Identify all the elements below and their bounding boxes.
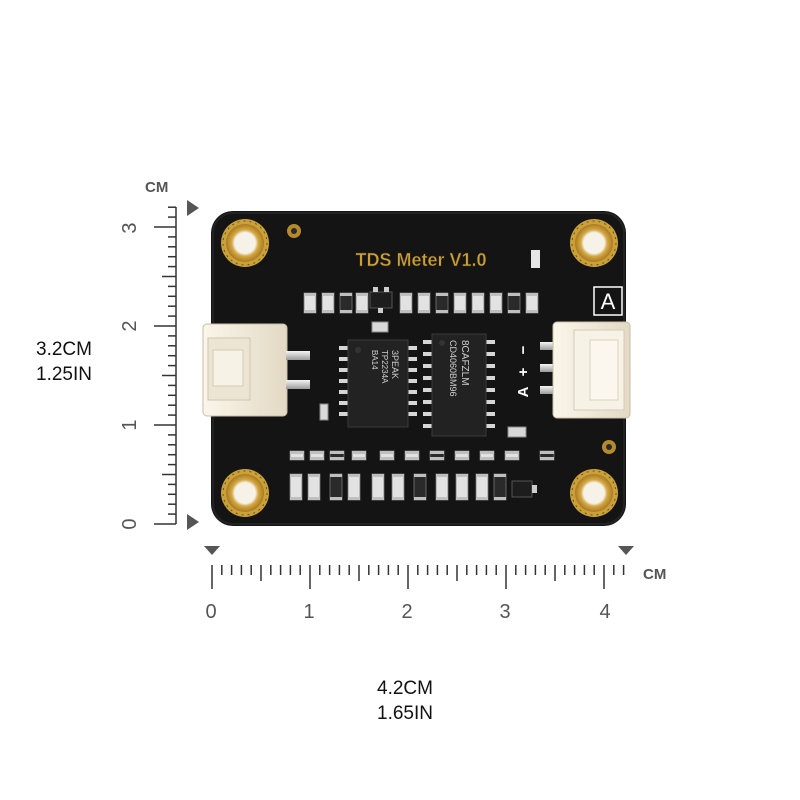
vertical-ruler-ticks xyxy=(154,206,177,525)
chip-right-mark-2: CD4060BM96 xyxy=(448,340,458,397)
left-connector xyxy=(202,323,310,417)
vertical-ruler: CM 0 1 2 3 xyxy=(119,179,199,530)
width-cm: 4.2CM xyxy=(377,678,433,699)
horizontal-ruler-unit: CM xyxy=(643,566,666,583)
mounting-hole-bottom-left xyxy=(221,469,269,517)
chip-op-amp: 3PEAK TP2234A BA14 xyxy=(339,339,417,428)
horizontal-ruler-arrow-right xyxy=(618,546,634,555)
mounting-hole-top-right xyxy=(570,219,618,267)
smd-row-middle xyxy=(289,450,555,461)
vertical-ruler-label-2: 2 xyxy=(119,320,141,331)
horizontal-ruler-ticks xyxy=(211,565,625,589)
pin-label-a: A xyxy=(515,386,532,397)
vertical-ruler-unit: CM xyxy=(145,179,168,196)
vertical-ruler-arrow-top xyxy=(187,200,199,216)
indicator-led xyxy=(531,250,540,268)
horizontal-ruler-label-4: 4 xyxy=(599,601,610,623)
pin-label-plus: + xyxy=(515,367,532,376)
horizontal-ruler-label-0: 0 xyxy=(205,601,216,623)
chip-left-mark-2: TP2234A xyxy=(380,350,389,384)
right-connector xyxy=(540,321,631,419)
tds-meter-board: TDS Meter V1.0 xyxy=(202,211,631,526)
horizontal-ruler-label-1: 1 xyxy=(303,601,314,623)
vertical-ruler-label-1: 1 xyxy=(119,419,141,430)
horizontal-ruler-arrow-left xyxy=(204,546,220,555)
width-in: 1.65IN xyxy=(377,703,433,724)
height-in: 1.25IN xyxy=(36,364,92,385)
width-dimension: 4.2CM 1.65IN xyxy=(340,676,470,726)
transistor-bottom xyxy=(511,480,537,498)
pin-label-minus: − xyxy=(515,345,532,354)
horizontal-ruler: CM 0 1 2 3 4 xyxy=(204,546,666,623)
horizontal-ruler-label-3: 3 xyxy=(499,601,510,623)
connector-label: A xyxy=(601,289,616,314)
vertical-ruler-label-3: 3 xyxy=(119,222,141,233)
chip-left-mark-1: 3PEAK xyxy=(390,350,400,379)
transistor xyxy=(369,287,393,313)
board-title: TDS Meter V1.0 xyxy=(355,250,486,270)
pcb xyxy=(211,211,626,526)
horizontal-ruler-label-2: 2 xyxy=(401,601,412,623)
vertical-ruler-arrow-bottom xyxy=(187,514,199,530)
mounting-hole-top-left xyxy=(221,219,269,267)
smd-row-bottom xyxy=(289,473,507,501)
chip-left-mark-3: BA14 xyxy=(370,350,379,370)
height-dimension: 3.2CM 1.25IN xyxy=(14,337,114,387)
mounting-hole-bottom-right xyxy=(570,469,618,517)
chip-right-mark-1: 8CAFZLM xyxy=(459,340,470,386)
chip-counter: 8CAFZLM CD4060BM96 xyxy=(423,333,495,437)
smd-row-top xyxy=(303,292,539,314)
vertical-ruler-label-0: 0 xyxy=(119,518,141,529)
height-cm: 3.2CM xyxy=(36,339,92,360)
